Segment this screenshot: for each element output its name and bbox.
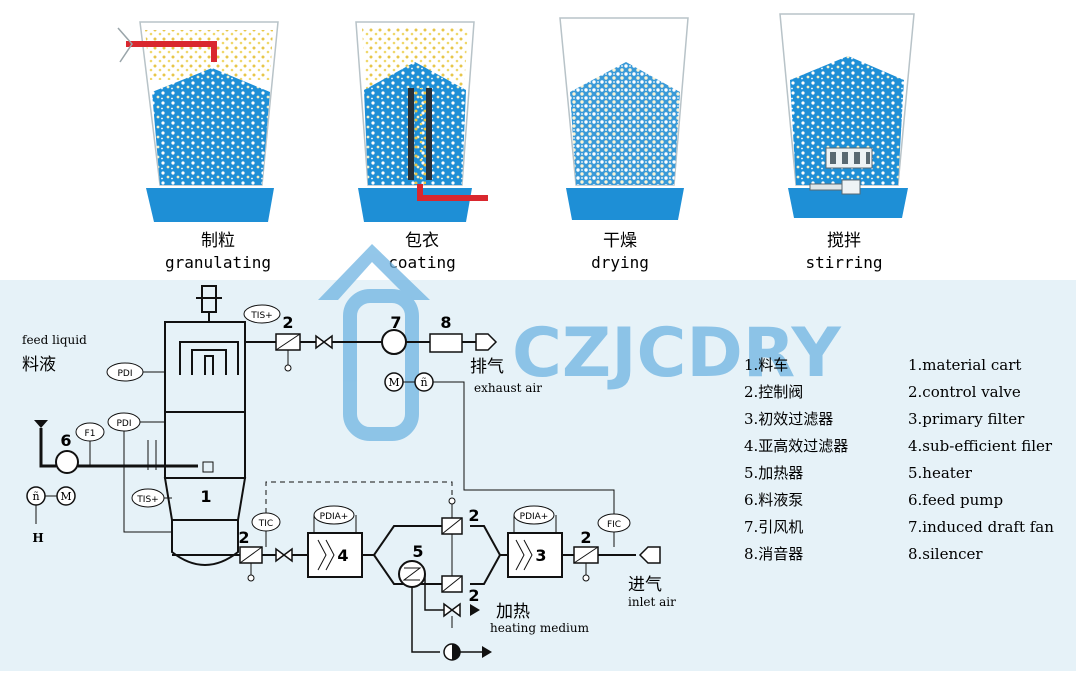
- stage-granulating-illustration: [117, 21, 279, 222]
- f1-instrument: F1: [75, 422, 105, 442]
- induced-draft-fan-icon: [381, 329, 407, 355]
- fan-freq-label: ñ: [420, 376, 427, 389]
- svg-text:PDI: PDI: [116, 419, 131, 429]
- stage-coating-en: coating: [388, 253, 455, 272]
- label-2-bypass-bottom: 2: [468, 586, 479, 605]
- legend-cn-item: 8.消音器: [744, 545, 803, 563]
- stage-stirring-illustration: [779, 13, 915, 218]
- pdia-left-instrument: PDIA+: [313, 505, 355, 525]
- label-2-inlet-left: 2: [238, 528, 249, 547]
- exhaust-en: exhaust air: [474, 381, 542, 395]
- fic-signal-line: [433, 381, 615, 514]
- svg-text:F1: F1: [85, 429, 96, 439]
- inlet-arrow-icon: [638, 546, 661, 564]
- exhaust-arrow-icon: [475, 333, 498, 351]
- stage-granulating-cn: 制粒: [201, 231, 235, 251]
- svg-text:TIS+: TIS+: [136, 495, 158, 505]
- feed-pump-icon: [55, 450, 79, 474]
- legend-en-item: 3.primary filter: [908, 410, 1025, 428]
- legend-en-item: 7.induced draft fan: [908, 518, 1054, 536]
- legend-cn-item: 3.初效过滤器: [744, 410, 833, 428]
- label-7: 7: [390, 313, 401, 332]
- legend-cn: 1.料车 2.控制阀 3.初效过滤器 4.亚高效过滤器 5.加热器 6.料液泵 …: [744, 356, 848, 563]
- svg-text:FIC: FIC: [607, 520, 621, 530]
- label-8: 8: [440, 313, 451, 332]
- watermark-logo: CZJCDRY: [318, 244, 842, 441]
- sub-efficient-filter-icon: [307, 532, 363, 578]
- inlet-en: inlet air: [628, 595, 676, 609]
- stage-drying-en: drying: [591, 253, 649, 272]
- legend-en-item: 8.silencer: [908, 545, 983, 563]
- watermark-text: CZJCDRY: [512, 314, 842, 393]
- inlet-cn: 进气: [628, 575, 662, 595]
- label-4: 4: [337, 546, 348, 565]
- stage-stirring-cn: 搅拌: [827, 231, 861, 251]
- legend-en-item: 2.control valve: [908, 383, 1021, 401]
- label-3: 3: [535, 546, 546, 565]
- legend-cn-item: 7.引风机: [744, 518, 803, 536]
- legend-en: 1.material cart 2.control valve 3.primar…: [908, 356, 1054, 563]
- svg-text:PDIA+: PDIA+: [520, 512, 549, 522]
- inlet-air-line: [172, 525, 636, 585]
- dryer-body: [163, 285, 247, 566]
- instrument-leads-left: [89, 371, 214, 533]
- pump-freq-label: ñ: [32, 490, 39, 503]
- svg-text:TIS+: TIS+: [250, 311, 272, 321]
- label-1: 1: [200, 487, 211, 506]
- label-6: 6: [60, 431, 71, 450]
- primary-filter-icon: [507, 532, 563, 578]
- stage-coating-cn: 包衣: [405, 231, 439, 251]
- legend-en-item: 6.feed pump: [908, 491, 1003, 509]
- label-2-bypass-top: 2: [468, 506, 479, 525]
- legend-cn-item: 4.亚高效过滤器: [744, 437, 848, 455]
- stage-coating-illustration: [355, 21, 488, 222]
- tic-control-line: [265, 481, 453, 513]
- pdi-lower-instrument: PDI: [107, 412, 141, 432]
- svg-text:PDIA+: PDIA+: [320, 512, 349, 522]
- label-2-exhaust: 2: [282, 313, 293, 332]
- legend-en-item: 1.material cart: [908, 356, 1021, 374]
- feed-liquid-en: feed liquid: [22, 333, 87, 347]
- silencer-icon: [429, 333, 463, 353]
- stage-drying-cn: 干燥: [603, 231, 637, 251]
- drain-label: H: [32, 531, 43, 545]
- stage-granulating-en: granulating: [165, 253, 271, 272]
- feed-line: [39, 428, 198, 468]
- fan-motor-label: M: [388, 376, 399, 389]
- pdia-right-instrument: PDIA+: [513, 505, 555, 525]
- heating-en: heating medium: [490, 621, 590, 635]
- tis-top-instrument: TIS+: [243, 304, 281, 324]
- svg-text:TIC: TIC: [258, 519, 273, 529]
- legend-cn-item: 2.控制阀: [744, 383, 803, 401]
- spray-pipe-top: [126, 41, 217, 62]
- pdi-upper-instrument: PDI: [106, 362, 144, 382]
- legend-cn-item: 1.料车: [744, 356, 788, 374]
- exhaust-cn: 排气: [470, 357, 504, 377]
- manual-valve-exhaust: [315, 334, 333, 350]
- svg-text:PDI: PDI: [117, 369, 132, 379]
- pump-motor-label: M: [60, 490, 71, 503]
- label-5: 5: [412, 542, 423, 561]
- manual-valve-inlet: [275, 547, 293, 563]
- legend-cn-item: 6.料液泵: [744, 491, 803, 509]
- stage-stirring-en: stirring: [805, 253, 882, 272]
- fic-instrument: FIC: [597, 513, 631, 533]
- legend-en-item: 5.heater: [908, 464, 973, 482]
- stage-drying-illustration: [559, 17, 689, 220]
- spray-pipe-bottom: [417, 184, 488, 201]
- feed-tank-marker: [34, 420, 48, 428]
- feed-liquid-cn: 料液: [22, 355, 56, 375]
- legend-en-item: 4.sub-efficient filer: [908, 437, 1053, 455]
- tic-instrument: TIC: [251, 512, 281, 532]
- tis-side-instrument: TIS+: [131, 488, 165, 508]
- legend-cn-item: 5.加热器: [744, 464, 803, 482]
- heating-cn: 加热: [496, 602, 530, 622]
- label-2-inlet-right: 2: [580, 528, 591, 547]
- heating-valve-icon: [443, 602, 461, 618]
